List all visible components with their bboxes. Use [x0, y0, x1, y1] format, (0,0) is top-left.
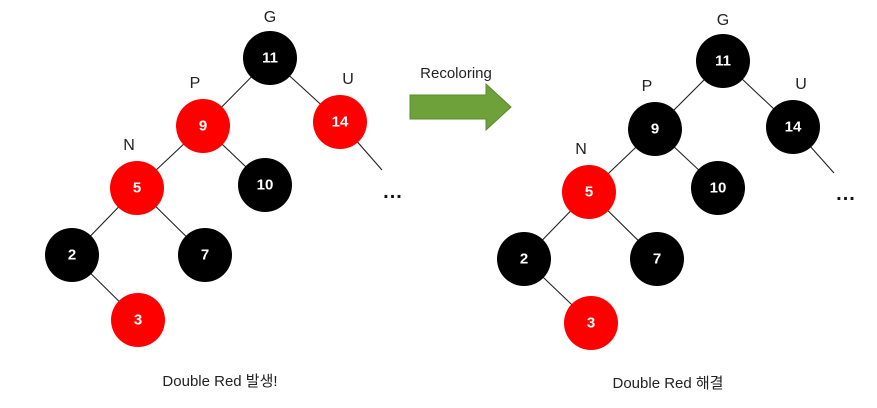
- node-role-tag: P: [642, 78, 653, 95]
- node-role-tag: G: [264, 9, 276, 26]
- black-node-circle: [45, 228, 99, 282]
- node-value: 9: [199, 118, 207, 135]
- red-node-circle: [111, 293, 165, 347]
- black-node-circle: [497, 232, 551, 286]
- continuation-ellipsis: ...: [836, 183, 856, 205]
- black-node-circle: [178, 228, 232, 282]
- tree-node-2: 2: [497, 232, 551, 286]
- node-value: 10: [257, 177, 274, 194]
- black-node-circle: [696, 34, 750, 88]
- black-node-circle: [243, 31, 297, 85]
- node-role-tag: U: [342, 71, 354, 88]
- node-role-tag: N: [123, 137, 135, 154]
- black-node-circle: [630, 232, 684, 286]
- tree-caption: Double Red 발생!: [162, 373, 277, 390]
- node-value: 10: [710, 180, 727, 197]
- tree-node-11: 11 G: [243, 9, 297, 85]
- red-node-circle: [110, 161, 164, 215]
- red-node-circle: [313, 95, 367, 149]
- node-value: 2: [520, 251, 528, 268]
- tree-caption: Double Red 해결: [613, 375, 724, 392]
- red-node-circle: [564, 296, 618, 350]
- tree-node-7: 7: [178, 228, 232, 282]
- node-value: 14: [332, 114, 349, 131]
- tree-node-2: 2: [45, 228, 99, 282]
- node-value: 3: [134, 312, 142, 329]
- tree-node-14: 14 U: [766, 76, 820, 154]
- node-role-tag: P: [190, 75, 201, 92]
- tree-node-5: 5N: [562, 141, 616, 219]
- black-node-circle: [691, 161, 745, 215]
- node-value: 2: [68, 247, 76, 264]
- node-value: 5: [133, 180, 141, 197]
- tree-node-3: 3: [111, 293, 165, 347]
- tree-node-10: 10: [238, 158, 292, 212]
- tree-node-10: 10: [691, 161, 745, 215]
- node-value: 9: [651, 121, 659, 138]
- node-value: 5: [585, 184, 593, 201]
- node-value: 3: [587, 315, 595, 332]
- node-role-tag: N: [575, 141, 587, 158]
- tree-node-9: 9P: [628, 78, 682, 156]
- black-node-circle: [238, 158, 292, 212]
- node-value: 7: [653, 251, 661, 268]
- red-node-circle: [562, 165, 616, 219]
- tree-node-14: 14 U: [313, 71, 367, 149]
- right-arrow-icon: [409, 82, 512, 132]
- node-value: 14: [785, 119, 802, 136]
- red-node-circle: [176, 99, 230, 153]
- node-value: 7: [201, 247, 209, 264]
- tree-node-7: 7: [630, 232, 684, 286]
- tree-node-5: 5N: [110, 137, 164, 215]
- continuation-ellipsis: ...: [383, 181, 403, 203]
- black-node-circle: [766, 100, 820, 154]
- black-node-circle: [628, 102, 682, 156]
- node-value: 11: [715, 53, 731, 70]
- tree-node-9: 9P: [176, 75, 230, 153]
- arrow-label: Recoloring: [420, 65, 492, 82]
- node-value: 11: [262, 50, 278, 67]
- node-role-tag: G: [717, 12, 729, 29]
- tree-node-11: 11 G: [696, 12, 750, 88]
- tree-node-3: 3: [564, 296, 618, 350]
- recoloring-arrow: Recoloring: [409, 65, 512, 132]
- node-role-tag: U: [795, 76, 807, 93]
